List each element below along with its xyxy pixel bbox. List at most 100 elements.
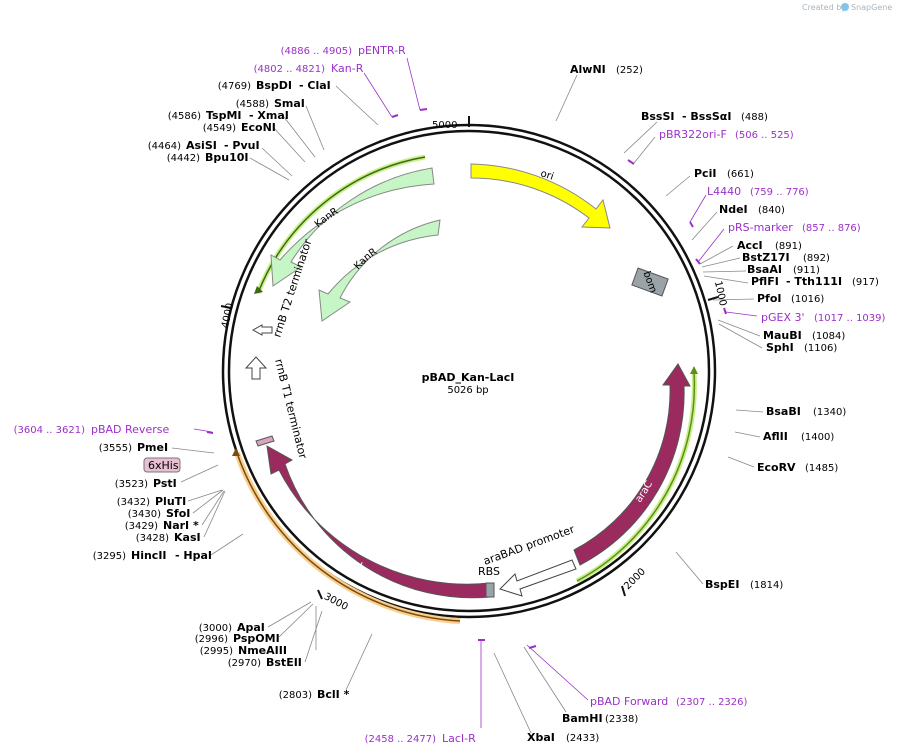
svg-text:(917): (917) [852, 277, 879, 288]
snapgene-text: SnapGene [851, 3, 892, 12]
leader-sfoi [192, 489, 224, 514]
svg-text:(1016): (1016) [791, 294, 824, 305]
kanr-inner-label: KanR [352, 246, 379, 272]
kanr-halo-arrowhead [254, 286, 263, 294]
site-nmeaiii: NmeAIII [238, 644, 287, 657]
feature-rrnb-t1[interactable]: rrnB T1 terminator [244, 356, 310, 461]
svg-text:(3604 .. 3621): (3604 .. 3621) [14, 425, 86, 436]
svg-text:(759 .. 776): (759 .. 776) [750, 187, 809, 198]
primer-mark-pbr322ori-f [627, 159, 635, 165]
svg-text:(4464): (4464) [148, 141, 181, 152]
svg-text:(857 .. 876): (857 .. 876) [802, 223, 861, 234]
laci-halo-arrowhead [232, 448, 240, 456]
site-bamhi: BamHI [562, 712, 603, 725]
leader-bsaai [702, 270, 747, 273]
bom-box[interactable] [631, 267, 669, 297]
leader-nari [201, 490, 225, 526]
svg-text:- PvuI: - PvuI [224, 139, 260, 152]
site-bsaai: BsaAI [747, 263, 782, 276]
ori-arrow[interactable] [470, 163, 611, 229]
leader-pentr-r [406, 57, 421, 111]
leader-bsssi [623, 121, 658, 154]
svg-text:(2458 .. 2477): (2458 .. 2477) [365, 734, 437, 745]
site-alwni: AlwNI [570, 63, 606, 76]
primer-laci-r: LacI-R [442, 732, 476, 745]
rrnb-t1-arrow[interactable] [244, 356, 268, 380]
leader-bspei [675, 551, 704, 585]
site-bspdi: BspDI [256, 79, 292, 92]
leader-pluti [187, 489, 223, 502]
feature-ori[interactable]: ori [470, 163, 611, 229]
leader-bstz17i [701, 257, 741, 268]
primer-mark-pbad-reverse [206, 431, 214, 434]
primer-mark-pgex3 [723, 307, 727, 315]
his-tag-marker[interactable] [255, 435, 275, 447]
leader-xbai [493, 652, 532, 734]
leader-acci [699, 245, 734, 265]
site-nari: NarI * [163, 519, 199, 532]
site-bspei: BspEI [705, 578, 739, 591]
site-hincii: HincII [131, 549, 167, 562]
kanr-outer-arrow[interactable] [270, 167, 435, 287]
svg-text:- HpaI: - HpaI [175, 549, 212, 562]
leader-bspdi [335, 85, 379, 126]
feature-laci[interactable]: lacI [266, 445, 495, 599]
primer-pentr-r: pENTR-R [358, 44, 406, 57]
site-pcii: PciI [694, 167, 716, 180]
site-bstz17i: BstZ17I [742, 251, 790, 264]
leader-maubi [717, 319, 761, 337]
svg-text:(488): (488) [741, 112, 768, 123]
laci-arrow[interactable] [266, 445, 491, 599]
svg-text:(252): (252) [616, 65, 643, 76]
site-tspmi: TspMI [206, 109, 242, 122]
svg-text:(2433): (2433) [566, 733, 599, 744]
site-apai: ApaI [237, 621, 265, 634]
site-xbai: XbaI [527, 731, 555, 744]
svg-text:(4588): (4588) [236, 99, 269, 110]
rrnb-t1-label: rrnB T1 terminator [272, 358, 309, 461]
site-kasi: KasI [174, 531, 201, 544]
site-bcli: BclI * [317, 688, 350, 701]
feature-arac[interactable]: araC [573, 363, 691, 566]
leader-apai [267, 601, 312, 628]
site-smai: SmaI [274, 97, 305, 110]
site-pflfi: PflFI [751, 275, 779, 288]
leader-pfoi [712, 298, 755, 301]
leader-pcii [665, 175, 691, 197]
feature-kanr-inner[interactable]: KanR [318, 219, 441, 322]
svg-text:(2970): (2970) [228, 658, 261, 669]
arabad-promoter-arrow[interactable] [499, 559, 577, 597]
tick-4000 [220, 305, 232, 309]
svg-text:(2803): (2803) [279, 690, 312, 701]
tick-label-4000: 4000 [220, 302, 236, 329]
rrnb-t2-arrow[interactable] [251, 324, 273, 336]
arac-halo-arrowhead [690, 366, 698, 374]
site-acci: AccI [737, 239, 763, 252]
site-sfoi: SfoI [166, 507, 190, 520]
site-asisi: AsiSI [186, 139, 217, 152]
leader-sphi [718, 323, 763, 349]
svg-text:(3295): (3295) [93, 551, 126, 562]
leader-bcli [345, 633, 373, 691]
feature-his-tag[interactable]: 6xHis [143, 435, 275, 473]
site-ecorv: EcoRV [757, 461, 796, 474]
svg-text:(3432): (3432) [117, 497, 150, 508]
site-ndei: NdeI [719, 203, 748, 216]
arac-arrow[interactable] [573, 363, 691, 566]
leader-tspmi [283, 116, 316, 158]
kanr-halo-line [257, 156, 426, 294]
site-econi: EcoNI [241, 121, 276, 134]
site-bsabi: BsaBI [766, 405, 801, 418]
site-bpu10i: Bpu10I [205, 151, 249, 164]
svg-text:- XmaI: - XmaI [249, 109, 289, 122]
leader-l4440 [689, 194, 707, 223]
svg-text:(2996): (2996) [195, 634, 228, 645]
laci-halo [234, 452, 461, 624]
feature-bom[interactable]: bom [631, 267, 669, 297]
kanr-inner-arrow[interactable] [318, 219, 441, 322]
svg-text:(1084): (1084) [812, 331, 845, 342]
tick-label-5000: 5000 [432, 120, 457, 131]
svg-text:(3430): (3430) [128, 509, 161, 520]
site-pluti: PluTI [155, 495, 186, 508]
backbone-inner-ring [227, 129, 711, 613]
